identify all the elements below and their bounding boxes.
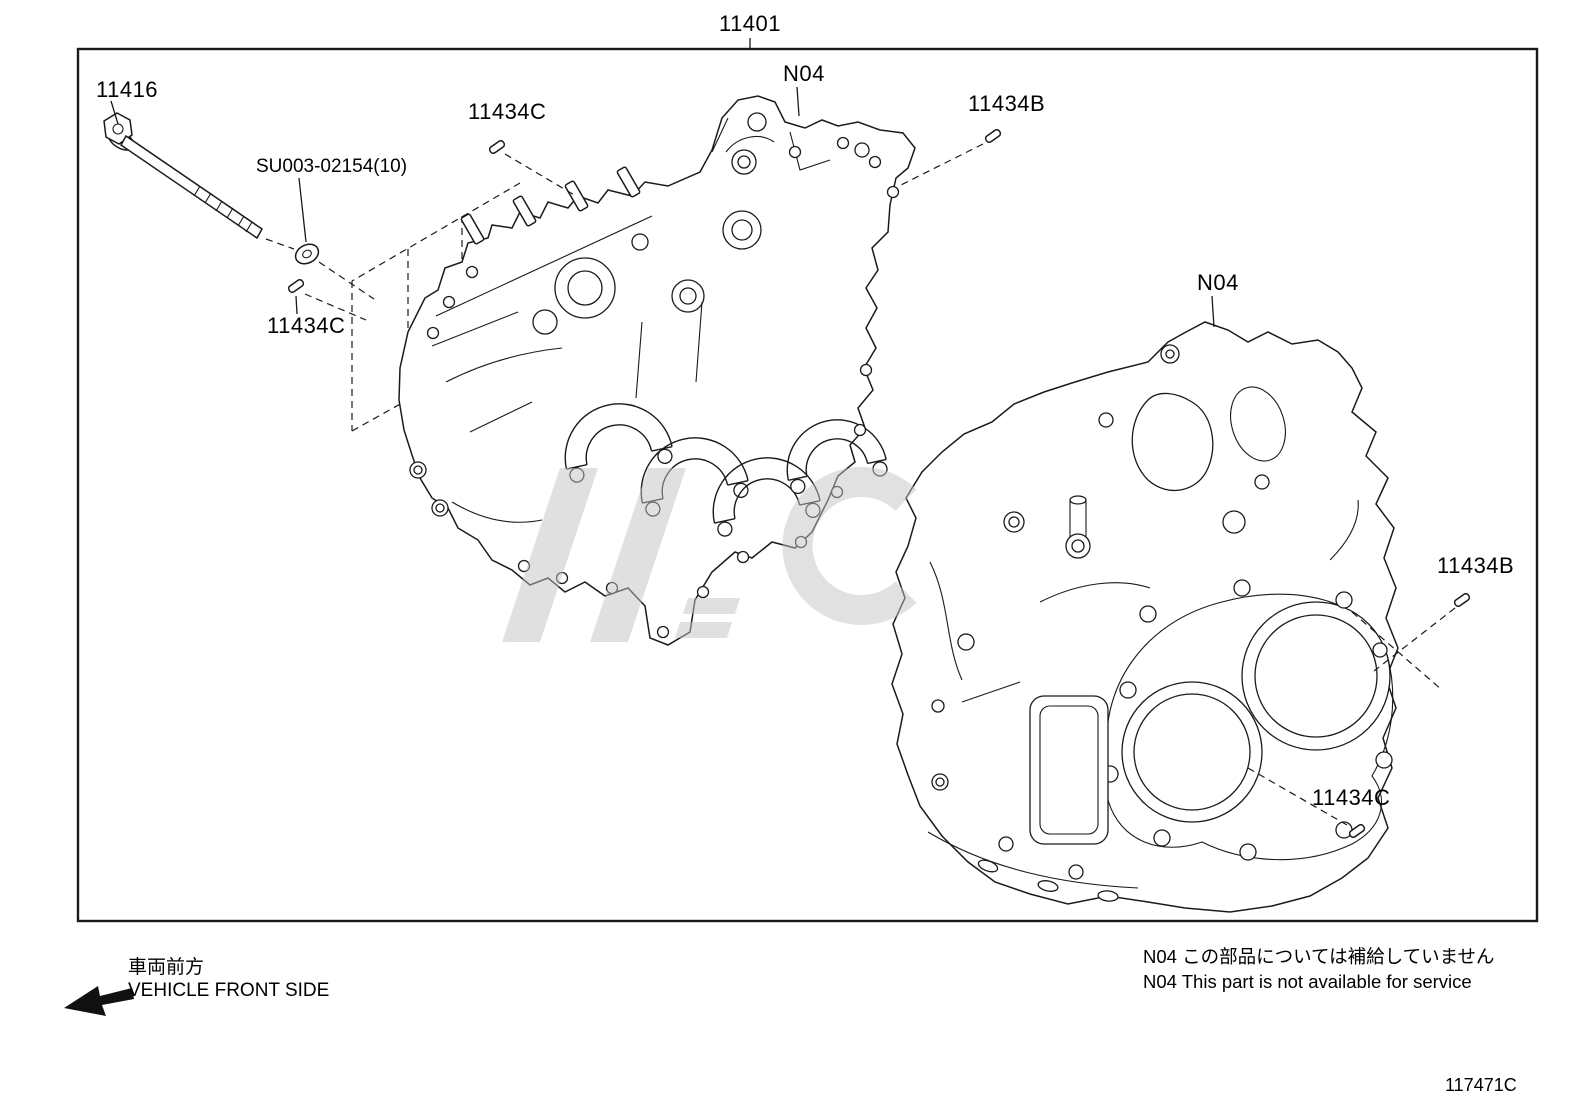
dowel-pin-11434b-top-illustration xyxy=(984,128,1002,144)
dowel-pin-11434b-right-illustration xyxy=(1453,592,1471,608)
engine-block-right-illustration xyxy=(891,321,1399,913)
engine-block-left-illustration xyxy=(398,95,916,646)
left-block-ribs xyxy=(431,301,703,523)
callout-11416: 11416 xyxy=(96,77,158,102)
bolt-11416-illustration xyxy=(103,112,263,240)
right-block-ribs xyxy=(927,499,1359,902)
vehicle-front-label-en: VEHICLE FRONT SIDE xyxy=(128,980,329,1001)
callout-11434c-bottom: 11434C xyxy=(1312,785,1390,810)
leader-lines xyxy=(110,38,1456,826)
callout-11434c-left: 11434C xyxy=(267,313,345,338)
callout-su003-02154: SU003-02154(10) xyxy=(256,156,407,177)
dowel-pin-11434c-top-illustration xyxy=(488,139,506,155)
dowel-pin-11434c-left-illustration xyxy=(287,278,305,294)
callout-11434b-right: 11434B xyxy=(1437,553,1514,578)
right-block-stud xyxy=(1003,495,1091,559)
bolt-threads xyxy=(193,185,253,233)
vehicle-front-arrow-icon xyxy=(64,986,134,1016)
service-note-jp: N04 この部品については補給していません xyxy=(1143,946,1495,967)
callout-11434b-top: 11434B xyxy=(968,91,1045,116)
right-block-holes xyxy=(931,344,1393,880)
callout-11401: 11401 xyxy=(719,11,781,36)
watermark-logo xyxy=(502,467,917,642)
diagram-border xyxy=(76,47,1539,923)
deck-studs xyxy=(460,166,641,245)
left-block-holes xyxy=(409,136,900,639)
callout-n04-top: N04 xyxy=(783,61,825,86)
document-number: 117471C xyxy=(1445,1075,1517,1095)
vehicle-front-label-jp: 車両前方 xyxy=(128,956,204,978)
service-note-en: N04 This part is not available for servi… xyxy=(1143,971,1472,992)
callout-11434c-top: 11434C xyxy=(468,99,546,124)
washer-illustration xyxy=(294,243,320,265)
dowel-pin-11434c-bottom-illustration xyxy=(1348,823,1366,839)
callout-n04-right: N04 xyxy=(1197,270,1239,295)
